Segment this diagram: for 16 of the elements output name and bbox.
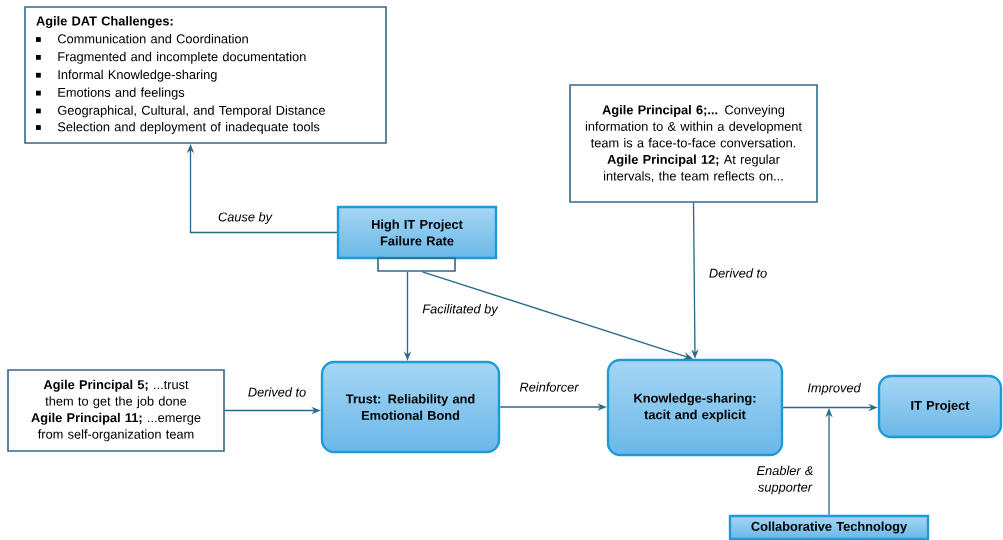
edge-label: Cause by xyxy=(215,210,275,226)
process-box: Collaborative Technology xyxy=(728,514,930,540)
edge-label: Reinforcer xyxy=(517,380,581,394)
edge-label: Facilitated by xyxy=(420,302,500,318)
bracket-box xyxy=(377,257,456,272)
edge-label: Improved xyxy=(805,381,863,397)
text-box: Agile Principal 5; ...trust them to get the job done Agile Principal 11; ...emerge from self-organization team xyxy=(7,369,225,452)
process-box: High IT Project Failure Rate xyxy=(336,205,498,260)
rounded-box: Knowledge-sharing: tacit and explicit xyxy=(606,358,784,457)
challenges-box: Agile DAT Challenges: Communication and Coordination Fragmented and incomplete documentation Informal Knowledge-sharing Emotions and feelings Geographical, Cultural, and Temporal Distance Selection and deployment of inadequate tools xyxy=(24,6,387,144)
rounded-box: Trust: Reliability and Emotional Bond xyxy=(320,360,501,454)
text-box: Agile Principal 6;... Conveying information to & within a development team is a face-to-face conversation. Agile Principal 12; At regular intervals, the team reflects on... xyxy=(569,84,818,203)
edge-label: Derived to xyxy=(245,385,309,399)
edge-label: Derived to xyxy=(706,266,770,280)
edge-label: Enabler & supporter xyxy=(747,463,823,497)
rounded-box: IT Project xyxy=(877,374,1003,439)
